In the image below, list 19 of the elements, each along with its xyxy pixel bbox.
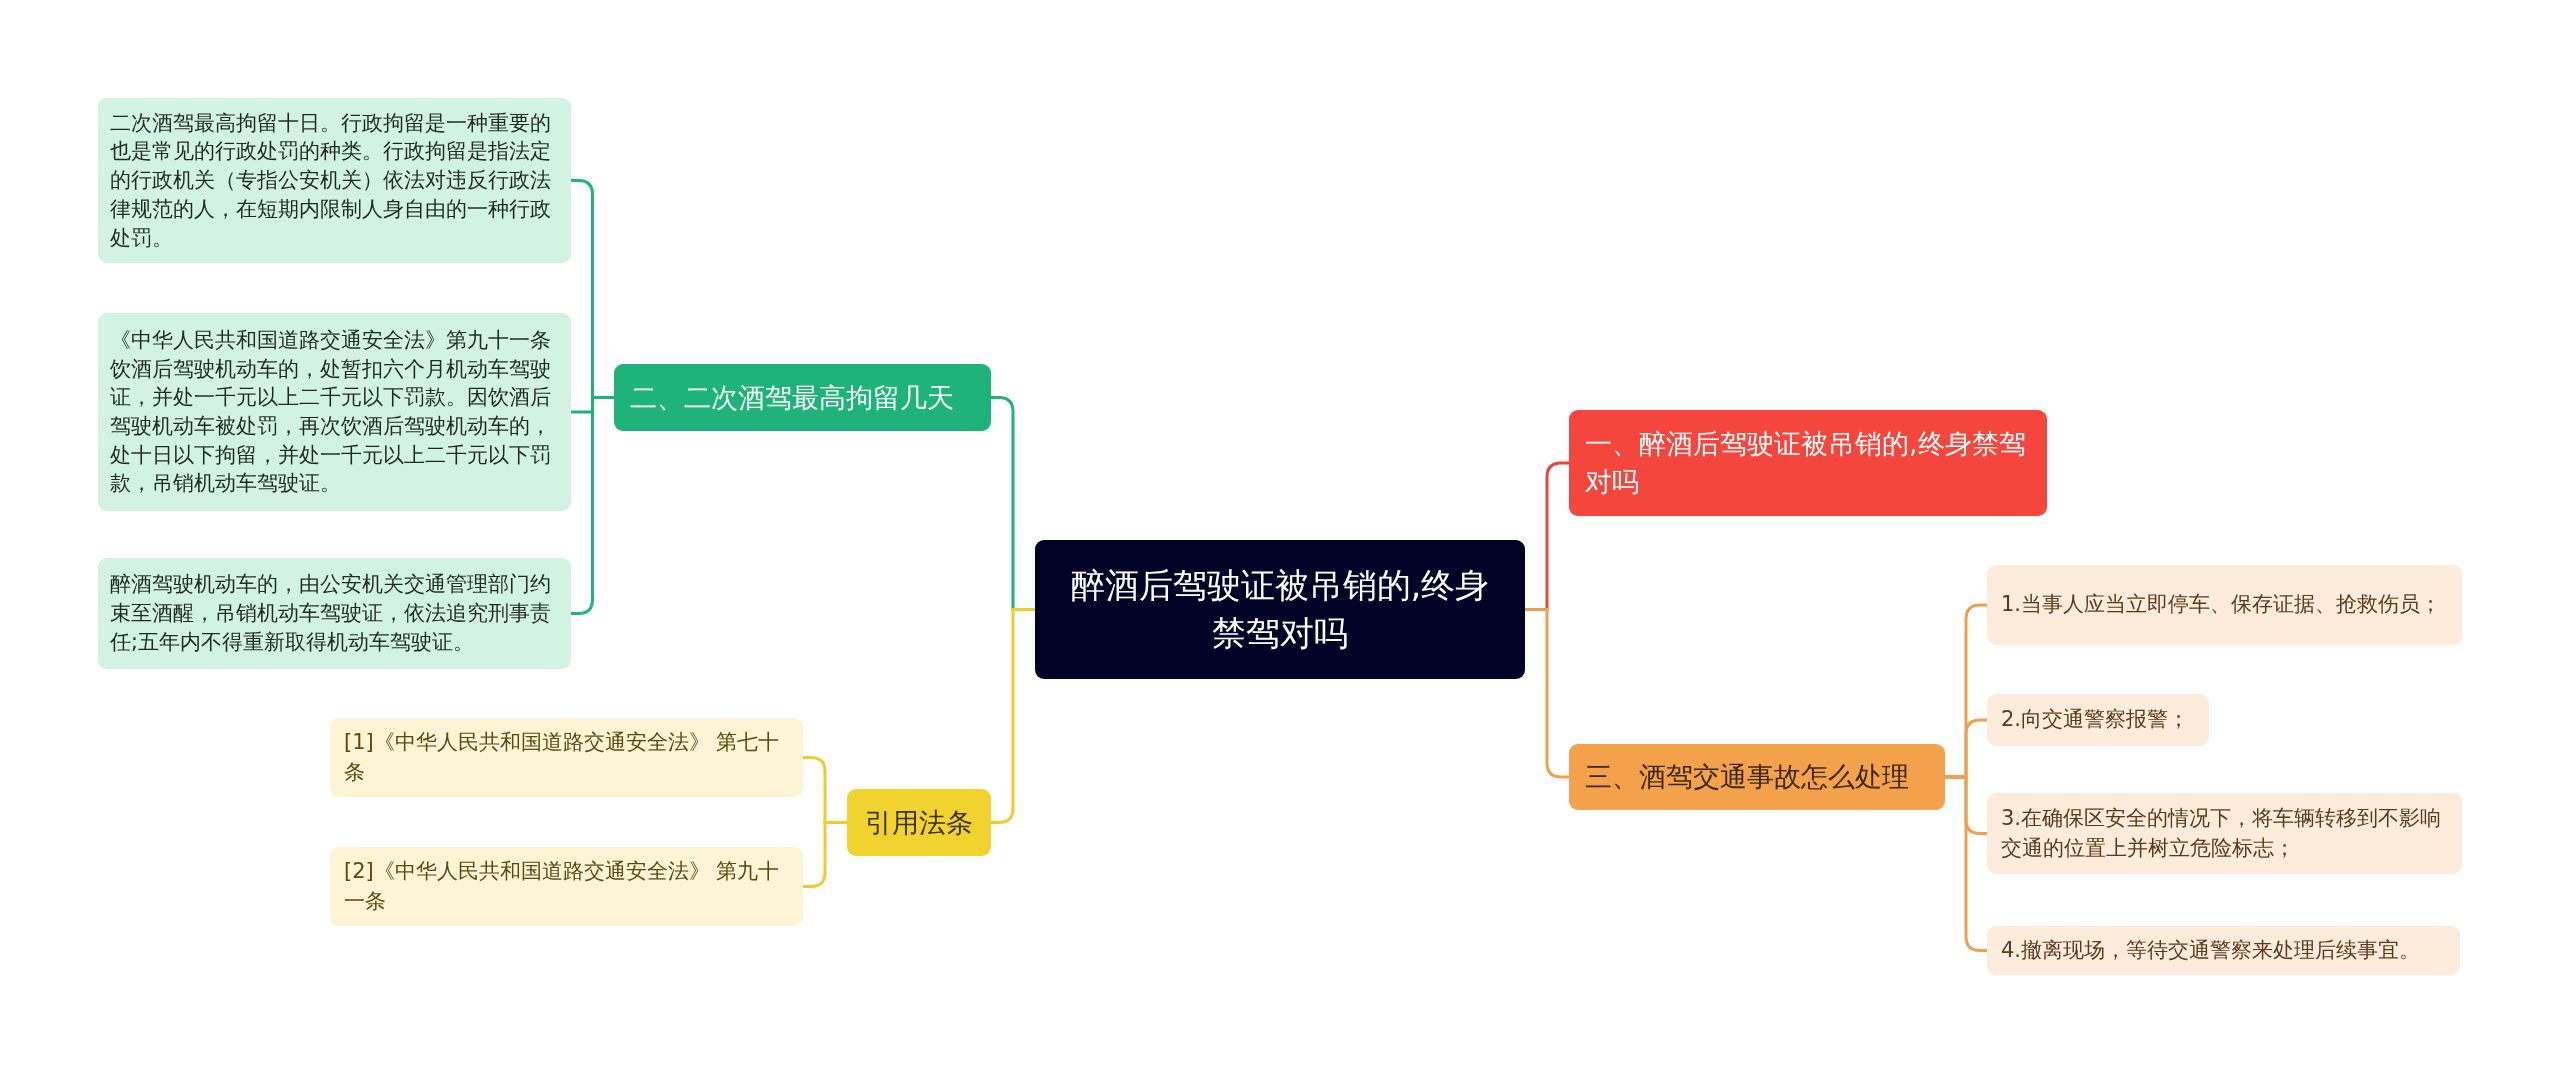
central-topic: 醉酒后驾驶证被吊销的,终身禁驾对吗	[1035, 540, 1525, 679]
branch-topic: 二、二次酒驾最高拘留几天	[614, 364, 991, 431]
connector	[803, 821, 847, 888]
branch-topic: 三、酒驾交通事故怎么处理	[1569, 744, 1945, 810]
subtopic-box: 2.向交通警察报警；	[1987, 694, 2209, 746]
subtopic-box: 1.当事人应当立即停车、保存证据、抢救伤员；	[1987, 565, 2462, 645]
branch-topic: 引用法条	[847, 789, 991, 856]
connector	[1525, 608, 1569, 779]
subtopic-box: 醉酒驾驶机动车的，由公安机关交通管理部门约束至酒醒，吊销机动车驾驶证，依法追究刑事责任;五年内不得重新取得机动车驾驶证。	[98, 558, 571, 669]
branch-topic: 一、醉酒后驾驶证被吊销的,终身禁驾对吗	[1569, 410, 2047, 516]
subtopic-box: [2]《中华人民共和国道路交通安全法》 第九十一条	[330, 847, 803, 926]
connector	[571, 396, 614, 615]
subtopic-box: 《中华人民共和国道路交通安全法》第九十一条饮酒后驾驶机动车的，处暂扣六个月机动车驾驶证，并处一千元以上二千元以下罚款。因饮酒后驾驶机动车被处罚，再次饮酒后驾驶机动车的，处十日以下拘留，并处一千元以上二千元以下罚款，吊销机动车驾驶证。	[98, 313, 571, 511]
subtopic-box: 4.撤离现场，等待交通警察来处理后续事宜。	[1987, 926, 2460, 975]
subtopic-box: 3.在确保区安全的情况下，将车辆转移到不影响交通的位置上并树立危险标志；	[1987, 793, 2462, 874]
subtopic-box: 二次酒驾最高拘留十日。行政拘留是一种重要的也是常见的行政处罚的种类。行政拘留是指法定的行政机关（专指公安机关）依法对违反行政法律规范的人，在短期内限制人身自由的一种行政处罚。	[98, 98, 571, 263]
subtopic-box: [1]《中华人民共和国道路交通安全法》 第七十条	[330, 718, 803, 797]
connector	[1945, 775, 1987, 952]
connector	[991, 608, 1035, 824]
